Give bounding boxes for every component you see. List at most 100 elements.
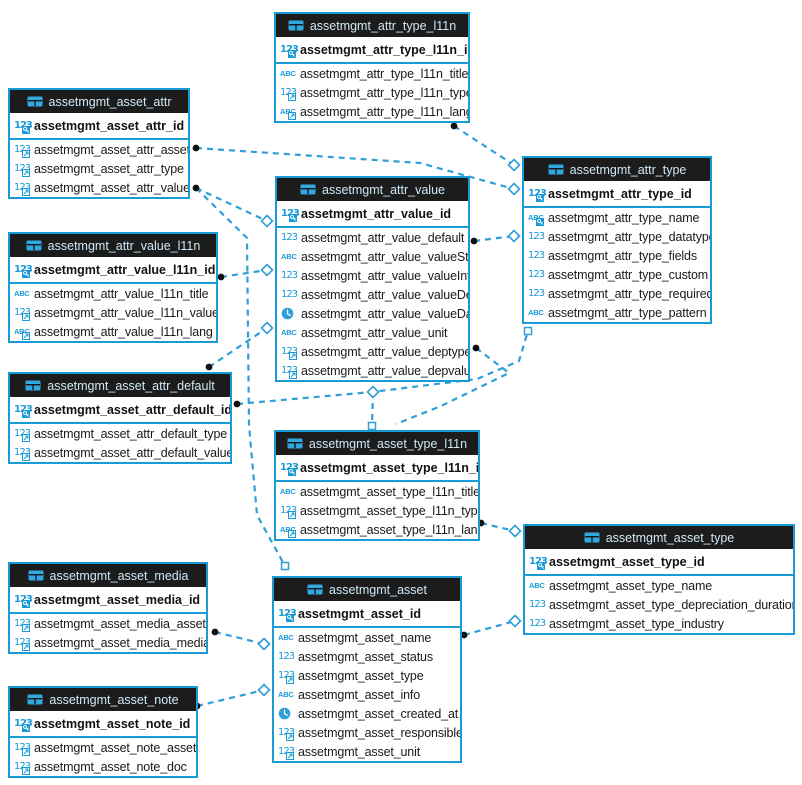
table-header[interactable]: assetmgmt_asset_type bbox=[525, 526, 793, 549]
table-header[interactable]: assetmgmt_asset_attr_default bbox=[10, 374, 230, 397]
field-assetmgmt_asset_created_at[interactable]: assetmgmt_asset_created_at bbox=[274, 704, 460, 723]
relation-endpoint-diamond bbox=[508, 524, 522, 538]
table-header[interactable]: assetmgmt_attr_value bbox=[277, 178, 468, 201]
field-label: assetmgmt_asset_type bbox=[298, 668, 424, 683]
table-assetmgmt_attr_type[interactable]: assetmgmt_attr_type 123assetmgmt_attr_ty… bbox=[522, 156, 712, 324]
field-list: 123assetmgmt_asset_attr_asset123assetmgm… bbox=[10, 140, 188, 197]
table-header[interactable]: assetmgmt_attr_type bbox=[524, 158, 710, 181]
relation-asset_type_l11n-to-asset_type[interactable] bbox=[480, 521, 516, 533]
table-assetmgmt_attr_type_l11n[interactable]: assetmgmt_attr_type_l11n 123assetmgmt_at… bbox=[274, 12, 470, 123]
relation-attr_default-to-attr_type[interactable] bbox=[236, 330, 530, 406]
table-assetmgmt_attr_value[interactable]: assetmgmt_attr_value 123assetmgmt_attr_v… bbox=[275, 176, 470, 382]
table-header[interactable]: assetmgmt_asset_media bbox=[10, 564, 206, 587]
table-assetmgmt_asset_type[interactable]: assetmgmt_asset_type 123assetmgmt_asset_… bbox=[523, 524, 795, 635]
table-header[interactable]: assetmgmt_attr_value_l11n bbox=[10, 234, 216, 257]
relation-asset_attr-to-attr_type[interactable] bbox=[195, 146, 515, 191]
field-label: assetmgmt_attr_value_deptype bbox=[301, 344, 468, 359]
relation-endpoint-diamond bbox=[507, 182, 521, 196]
relation-asset-to-asset_type[interactable] bbox=[463, 619, 516, 637]
table-header[interactable]: assetmgmt_asset_attr bbox=[10, 90, 188, 113]
table-header[interactable]: assetmgmt_attr_type_l11n bbox=[276, 14, 468, 37]
table-assetmgmt_asset_note[interactable]: assetmgmt_asset_note 123assetmgmt_asset_… bbox=[8, 686, 198, 778]
relation-asset_attr-to-attr_value[interactable] bbox=[195, 187, 268, 222]
table-assetmgmt_attr_value_l11n[interactable]: assetmgmt_attr_value_l11n 123assetmgmt_a… bbox=[8, 232, 218, 343]
numeric-type-icon: 123 bbox=[528, 288, 545, 299]
numeric-type-icon: 123 bbox=[12, 738, 34, 757]
relation-attr_value_deptype-crosslink[interactable] bbox=[395, 347, 511, 426]
relation-attr_value-to-attr_type_datatype[interactable] bbox=[473, 234, 515, 243]
table-assetmgmt_asset_media[interactable]: assetmgmt_asset_media 123assetmgmt_asset… bbox=[8, 562, 208, 654]
field-assetmgmt_attr_value_valueDat[interactable]: assetmgmt_attr_value_valueDat bbox=[277, 304, 468, 323]
relation-attr_value_l11n-to-attr_value[interactable] bbox=[220, 268, 268, 279]
primary-key-badge bbox=[288, 50, 296, 58]
table-header[interactable]: assetmgmt_asset_type_l11n bbox=[276, 432, 478, 455]
field-label: assetmgmt_attr_type_fields bbox=[548, 248, 697, 263]
text-type-icon: ABC bbox=[14, 289, 30, 298]
table-assetmgmt_asset_attr[interactable]: assetmgmt_asset_attr 123assetmgmt_asset_… bbox=[8, 88, 190, 199]
table-header[interactable]: assetmgmt_asset_note bbox=[10, 688, 196, 711]
relation-asset_attr-to-asset[interactable] bbox=[195, 187, 286, 567]
numeric-type-icon: 123 bbox=[276, 666, 298, 685]
table-assetmgmt_asset_type_l11n[interactable]: assetmgmt_asset_type_l11n 123assetmgmt_a… bbox=[274, 430, 480, 541]
relation-attr_type_l11n-to-attr_type[interactable] bbox=[453, 125, 515, 166]
table-header[interactable]: assetmgmt_asset bbox=[274, 578, 460, 601]
relation-asset_note-to-asset[interactable] bbox=[196, 688, 265, 708]
table-assetmgmt_asset_attr_default[interactable]: assetmgmt_asset_attr_default 123assetmgm… bbox=[8, 372, 232, 464]
relation-asset_media-to-asset[interactable] bbox=[214, 630, 265, 646]
numeric-type-icon: 123 bbox=[529, 599, 546, 610]
relation-attr_default-to-attr_value[interactable] bbox=[208, 327, 268, 368]
